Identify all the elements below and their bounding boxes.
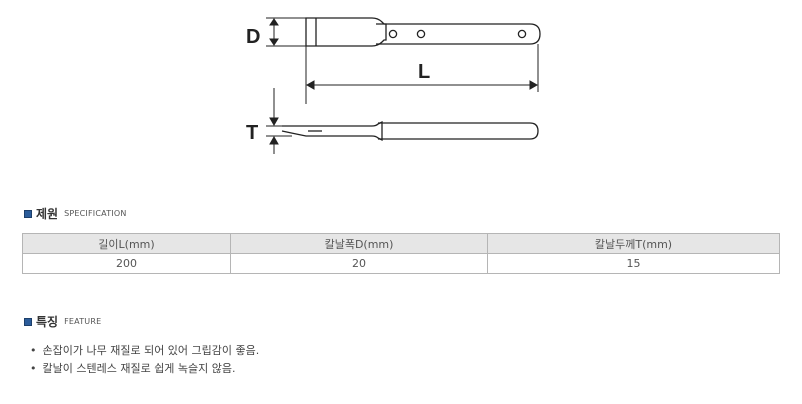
- dimension-l: [305, 44, 539, 104]
- dimension-d: [266, 17, 306, 47]
- top-view: [305, 17, 541, 47]
- feature-item: 칼날이 스텐레스 재질로 쉽게 녹슬지 않음.: [30, 360, 259, 378]
- spec-title-en: SPECIFICATION: [64, 209, 127, 218]
- spec-header-thickness: 칼날두께T(mm): [487, 233, 780, 254]
- spec-title: 제원: [36, 207, 59, 221]
- side-blade: [281, 120, 383, 142]
- rivet-1: [388, 29, 398, 39]
- spec-header-length: 길이L(mm): [22, 233, 231, 254]
- square-bullet-icon: [24, 209, 32, 218]
- feature-title: 특징: [36, 315, 59, 329]
- spec-value-row: 200 20 15: [22, 253, 780, 274]
- blade-outline: [305, 17, 387, 47]
- tool-diagram: D L T: [246, 17, 541, 154]
- spec-section-heading: 제원 SPECIFICATION: [24, 205, 127, 222]
- spec-value-width: 20: [230, 253, 488, 274]
- label-d: D: [246, 26, 260, 48]
- side-handle: [378, 122, 539, 140]
- feature-section-heading: 특징 FEATURE: [24, 313, 101, 330]
- spec-header-width: 칼날폭D(mm): [230, 233, 488, 254]
- side-view: [281, 120, 539, 142]
- spec-header-row: 길이L(mm) 칼날폭D(mm) 칼날두께T(mm): [22, 233, 780, 254]
- feature-list: 손잡이가 나무 재질로 되어 있어 그립감이 좋음. 칼날이 스텐레스 재질로 …: [30, 342, 260, 378]
- spec-value-thickness: 15: [487, 253, 780, 274]
- handle-outline: [376, 23, 541, 45]
- dimension-t: [266, 88, 292, 154]
- rivet-3: [517, 29, 527, 39]
- square-bullet-icon: [24, 317, 32, 326]
- label-l: L: [418, 61, 430, 83]
- rivet-2: [416, 29, 426, 39]
- spec-value-length: 200: [22, 253, 231, 274]
- spec-table: 길이L(mm) 칼날폭D(mm) 칼날두께T(mm) 200 20 15: [22, 233, 780, 274]
- label-t: T: [246, 122, 258, 144]
- feature-title-en: FEATURE: [64, 317, 102, 326]
- feature-item: 손잡이가 나무 재질로 되어 있어 그립감이 좋음.: [30, 342, 260, 360]
